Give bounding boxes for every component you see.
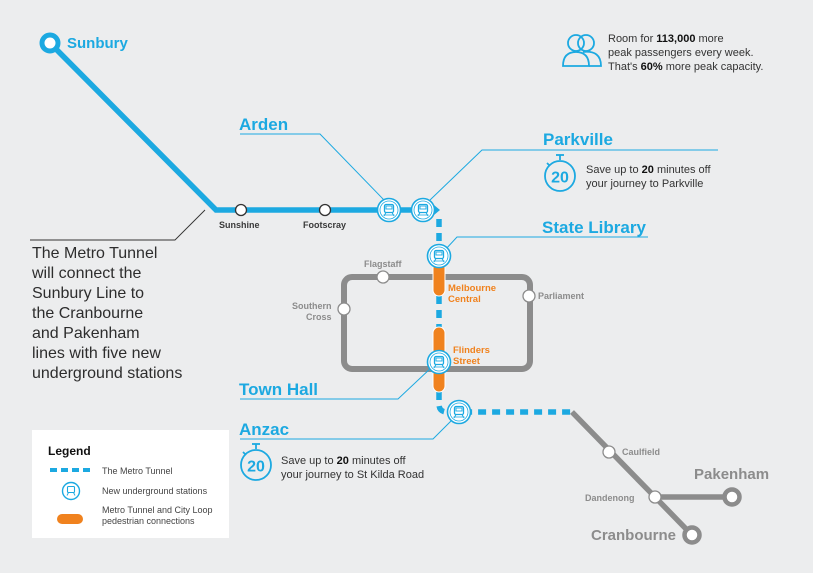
legend: Legend The Metro Tunnel New underground …	[32, 430, 229, 538]
capacity-text: Room for 113,000 more peak passengers ev…	[608, 33, 764, 73]
town-hall-station-icon[interactable]	[426, 349, 452, 375]
dandenong-station-marker[interactable]	[648, 490, 662, 504]
legend-dashed-line-symbol	[50, 468, 92, 472]
arden-station-icon[interactable]	[376, 197, 402, 223]
flagstaff-label: Flagstaff	[364, 259, 402, 269]
direction-arrow	[434, 205, 440, 215]
stopwatch-icon: 20	[544, 154, 576, 192]
legend-item-pedestrian-connections: Metro Tunnel and City Loop pedestrian co…	[102, 505, 213, 527]
intro-leader-line	[30, 209, 206, 241]
pakenham-label: Pakenham	[694, 466, 770, 483]
town-hall-label: Town Hall	[239, 380, 319, 399]
legend-orange-bar-symbol	[57, 514, 83, 524]
town-hall-leader-line	[240, 366, 433, 400]
flagstaff-station-marker[interactable]	[376, 270, 390, 284]
legend-item-metro-tunnel: The Metro Tunnel	[102, 466, 173, 476]
parkville-leader-line	[429, 149, 718, 201]
caulfield-label: Caulfield	[622, 447, 661, 457]
caulfield-station-marker[interactable]	[602, 445, 616, 459]
legend-title: Legend	[48, 444, 91, 458]
state-library-leader-line	[444, 236, 648, 251]
metro-tunnel-segment	[436, 392, 572, 415]
arden-leader-line	[240, 133, 385, 201]
anzac-label: Anzac	[239, 420, 290, 439]
state-library-label: State Library	[542, 218, 646, 237]
sunshine-label: Sunshine	[219, 220, 260, 230]
people-icon	[562, 34, 602, 67]
parkville-time-saving-text: Save up to 20 minutes off your journey t…	[586, 164, 711, 190]
melbourne-central-label: Melbourne Central	[448, 283, 497, 306]
footscray-label: Footscray	[303, 220, 347, 230]
state-library-station-icon[interactable]	[426, 243, 452, 269]
southern-cross-label: Southern Cross	[292, 301, 332, 322]
pakenham-terminus-marker[interactable]	[722, 487, 742, 507]
svg-text:20: 20	[551, 170, 569, 187]
arden-label: Arden	[239, 115, 289, 134]
intro-text: The Metro Tunnel will connect the Sunbur…	[32, 245, 183, 382]
legend-train-station-icon	[61, 481, 81, 501]
sunbury-label: Sunbury	[67, 35, 128, 52]
anzac-time-saving-text: Save up to 20 minutes off your journey t…	[281, 455, 425, 481]
dandenong-label: Dandenong	[585, 493, 635, 503]
sunbury-line	[48, 41, 424, 213]
stopwatch-icon: 20	[240, 443, 272, 481]
anzac-station-icon[interactable]	[446, 399, 472, 425]
sunbury-terminus-marker[interactable]	[39, 32, 61, 54]
legend-item-new-stations: New underground stations	[102, 486, 208, 496]
parkville-label: Parkville	[543, 130, 613, 149]
parliament-station-marker[interactable]	[522, 289, 536, 303]
cranbourne-label: Cranbourne	[591, 527, 677, 544]
cranbourne-pakenham-line	[570, 410, 692, 535]
parliament-label: Parliament	[538, 291, 585, 301]
sunshine-station-marker[interactable]	[234, 203, 248, 217]
svg-text:20: 20	[247, 459, 265, 476]
anzac-leader-line	[240, 419, 453, 440]
parkville-station-icon[interactable]	[410, 197, 436, 223]
southern-cross-station-marker[interactable]	[337, 302, 351, 316]
flinders-street-label: Flinders Street	[453, 345, 490, 368]
cranbourne-terminus-marker[interactable]	[682, 525, 702, 545]
footscray-station-marker[interactable]	[318, 203, 332, 217]
